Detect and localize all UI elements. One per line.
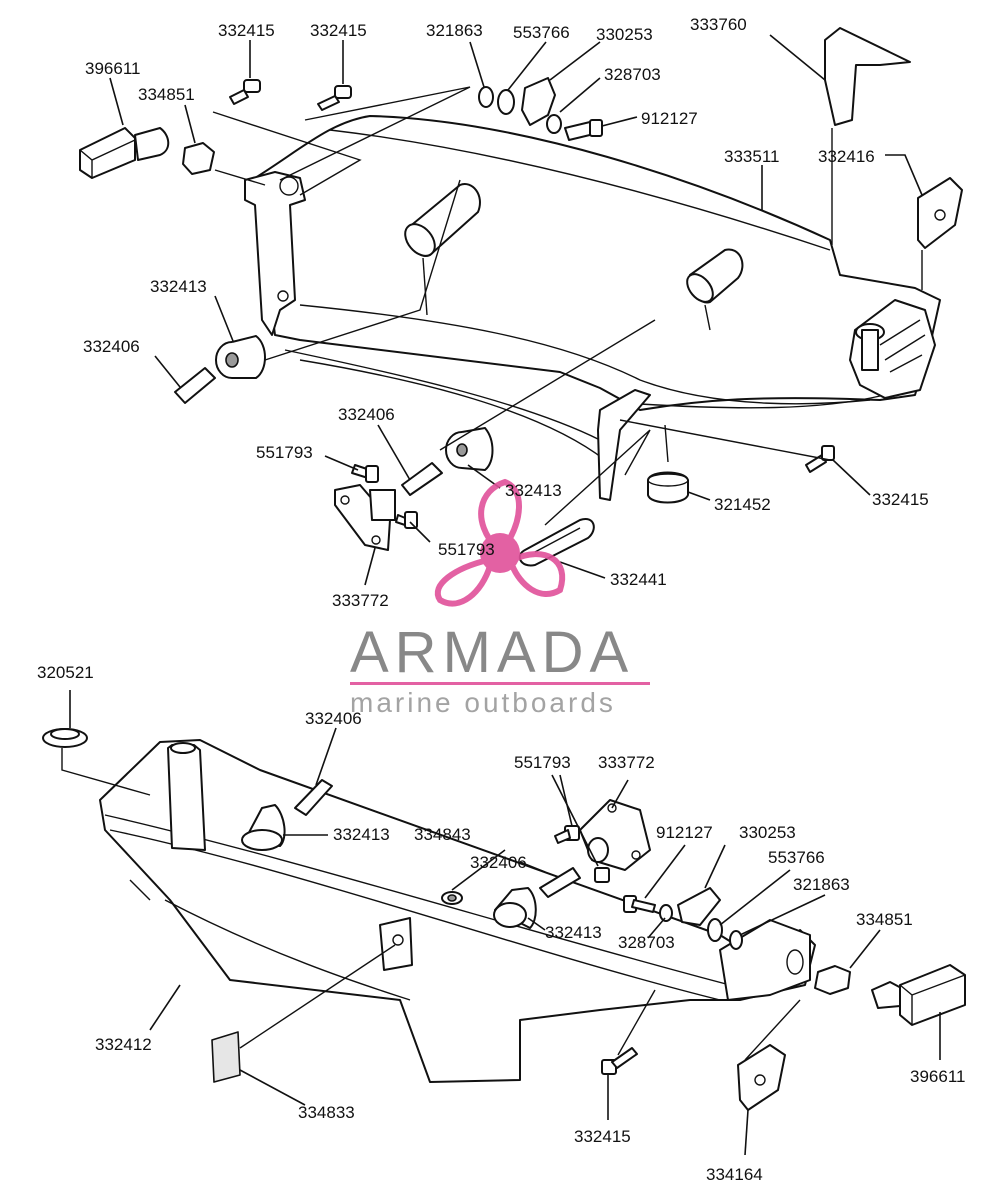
label-334851-top: 334851 [138, 85, 195, 104]
label-332413-low: 332413 [333, 825, 390, 844]
label-332441: 332441 [610, 570, 667, 589]
brand-divider [350, 682, 650, 685]
plug-320521 [42, 728, 88, 748]
label-553766-top: 553766 [513, 23, 570, 42]
screw-332415-right [805, 445, 835, 473]
label-332413-top: 332413 [150, 277, 207, 296]
cover-shell-333511 [254, 115, 941, 411]
screw-551793-low-b [594, 867, 610, 883]
bracket-330253-top [521, 77, 556, 126]
brand-name: ARMADA [350, 620, 634, 685]
label-334164: 334164 [706, 1165, 763, 1184]
label-321452: 321452 [714, 495, 771, 514]
bracket-333760 [824, 27, 911, 126]
bushing-321452 [647, 471, 689, 504]
screw-332415-low [601, 1047, 638, 1075]
label-332406-low: 332406 [305, 709, 362, 728]
screw-551793-low-a [554, 825, 580, 844]
label-334833: 334833 [298, 1103, 355, 1122]
bracket-330253-low [677, 887, 721, 926]
propeller-logo-icon [434, 478, 566, 607]
watermark-logo: ARMADA marine outboards [350, 478, 650, 718]
sleeve-332406-low2 [539, 867, 581, 898]
left-bracket [244, 171, 306, 336]
bushing-334843 [441, 891, 463, 905]
label-321863-low: 321863 [793, 875, 850, 894]
label-551793-low: 551793 [514, 753, 571, 772]
grommet-332413-low2 [493, 887, 537, 929]
label-332415-low: 332415 [574, 1127, 631, 1146]
label-333760: 333760 [690, 15, 747, 34]
label-330253-top: 330253 [596, 25, 653, 44]
part-labels: 332415 332415 321863 553766 330253 33376… [37, 15, 965, 1184]
label-320521: 320521 [37, 663, 94, 682]
washer-553766-top [497, 89, 515, 115]
screw-332415-b [317, 85, 352, 111]
sleeve-332406-mid [401, 462, 443, 496]
washer-321863-low [729, 930, 743, 950]
grommet-332413-top [215, 335, 266, 379]
label-553766-low: 553766 [768, 848, 825, 867]
label-330253-low: 330253 [739, 823, 796, 842]
label-333511: 333511 [724, 147, 779, 166]
sleeve-332406-low [294, 779, 333, 816]
label-912127-low: 912127 [656, 823, 713, 842]
screw-551793-a [351, 464, 379, 483]
label-332416: 332416 [818, 147, 875, 166]
bolt-912127-low [623, 895, 656, 913]
plate-333772-low [579, 799, 651, 871]
screw-551793-b [395, 511, 418, 529]
label-332415-right: 332415 [872, 490, 929, 509]
knob-396611-low [871, 964, 966, 1026]
nut-334851-top [182, 142, 215, 175]
label-551793-b: 551793 [438, 540, 495, 559]
label-333772-low: 333772 [598, 753, 655, 772]
clip-332416 [917, 177, 963, 249]
brand-tagline: marine outboards [350, 687, 616, 718]
nut-334851-low [814, 965, 851, 995]
label-912127-top: 912127 [641, 109, 698, 128]
sleeve-332406-top [174, 367, 216, 404]
label-332406-top: 332406 [83, 337, 140, 356]
leader-lines [61, 34, 941, 1156]
label-332413-mid: 332413 [505, 481, 562, 500]
label-396611-top: 396611 [85, 59, 140, 78]
washer-321863-top [478, 86, 494, 108]
label-332412: 332412 [95, 1035, 152, 1054]
bolt-912127-top [564, 119, 603, 141]
cowl-stand [167, 744, 206, 851]
lower-small-parts [42, 728, 966, 1111]
label-332413-low2: 332413 [545, 923, 602, 942]
screw-332415-a [229, 79, 261, 105]
label-396611-low: 396611 [910, 1067, 965, 1086]
washer-553766-low [707, 918, 723, 942]
label-332406-low2: 332406 [470, 853, 527, 872]
grommet-332413-mid [445, 427, 494, 471]
upper-cover-assembly [244, 115, 941, 501]
grommet-332413-low [241, 804, 286, 851]
label-334851-low: 334851 [856, 910, 913, 929]
label-333772-top: 333772 [332, 591, 389, 610]
label-332406-mid: 332406 [338, 405, 395, 424]
badge-334833 [211, 1031, 241, 1083]
washer-328703-low [659, 904, 673, 922]
label-332415-b: 332415 [310, 21, 367, 40]
label-328703-top: 328703 [604, 65, 661, 84]
label-332415-a: 332415 [218, 21, 275, 40]
clip-334164 [737, 1044, 786, 1111]
label-551793-a: 551793 [256, 443, 313, 462]
label-328703-low: 328703 [618, 933, 675, 952]
washer-328703-top [546, 114, 562, 134]
knob-396611-top [79, 127, 170, 179]
centre-bracket [597, 389, 651, 501]
label-321863-top: 321863 [426, 21, 483, 40]
label-334843: 334843 [414, 825, 471, 844]
plate-333772-top [334, 484, 396, 551]
